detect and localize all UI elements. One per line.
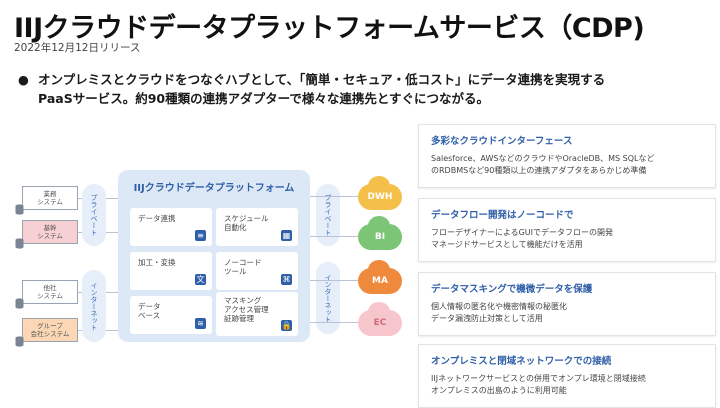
feature-heading: データマスキングで機微データを保護 (431, 284, 593, 295)
feature-desc-line: フローデザイナーによるGUIでデータフローの開発 (431, 228, 614, 237)
internet-label: インターネット (82, 270, 106, 342)
feature-desc-line: のRDBMSなど90種類以上の連携アダプタをあらかじめ準備 (431, 166, 647, 175)
system-label: 他社 システム (37, 284, 63, 300)
system-box-core: 基幹 システム (22, 220, 78, 244)
feature-card: オンプレミスと閉域ネットワークでの接続 IIJネットワークサービスとの併用でオン… (418, 344, 716, 408)
system-box-business: 業務 システム (22, 186, 78, 210)
cloud-label: BI (374, 232, 386, 242)
summary-bullet: ● オンプレミスとクラウドをつなぐハブとして、「簡単・セキュア・低コスト」にデー… (18, 70, 712, 108)
connector-line (310, 196, 358, 197)
feature-label: 加工・変換 (138, 258, 176, 267)
calendar-icon: ▦ (281, 230, 292, 241)
cloud-bi: BI (358, 216, 402, 250)
cloud-ma: MA (358, 260, 402, 294)
summary-line-2: PaaSサービス。約90種類の連携アダプターで様々な連携先とすぐにつながる。 (38, 91, 489, 106)
database-icon (15, 238, 24, 249)
internet-label-right: インターネット (316, 262, 340, 334)
translate-icon: 文 (195, 274, 206, 285)
feature-data-integration: データ連携 ≡ (130, 208, 212, 246)
feature-label: マスキング アクセス管理 証跡管理 (224, 296, 269, 323)
feature-masking: マスキング アクセス管理 証跡管理 🔒 (216, 292, 298, 336)
feature-desc-line: 個人情報の匿名化や機密情報の秘匿化 (431, 302, 567, 311)
system-box-group: グループ 会社システム (22, 318, 78, 342)
feature-nocode: ノーコード ツール ⌘ (216, 252, 298, 290)
cloud-label: MA (372, 276, 388, 286)
feature-card: データフロー開発はノーコードで フローデザイナーによるGUIでデータフローの開発… (418, 198, 716, 262)
connector-line (310, 322, 358, 323)
database-icon: ≋ (195, 318, 206, 329)
feature-heading: オンプレミスと閉域ネットワークでの接続 (431, 356, 612, 367)
system-label: グループ 会社システム (30, 322, 70, 338)
feature-label: データ連携 (138, 214, 176, 223)
database-icon (15, 298, 24, 309)
feature-database: データ ベース ≋ (130, 296, 212, 334)
cloud-dwh: DWH (358, 176, 402, 210)
feature-desc-line: データ漏洩防止対策として活用 (431, 314, 543, 323)
feature-desc-line: IIJネットワークサービスとの併用でオンプレ環境と閉域接続 (431, 374, 646, 383)
lock-icon: 🔒 (281, 320, 292, 331)
feature-transform: 加工・変換 文 (130, 252, 212, 290)
system-label: 業務 システム (37, 190, 63, 206)
feature-card: 多彩なクラウドインターフェース Salesforce、AWSなどのクラウドやOr… (418, 124, 716, 188)
cloud-ec: EC (358, 302, 402, 336)
database-icon (15, 204, 24, 215)
platform-box: IIJクラウドデータプラットフォーム データ連携 ≡ スケジュール 自動化 ▦ … (118, 170, 310, 342)
bullet-dot-icon: ● (18, 72, 29, 87)
database-icon (15, 336, 24, 347)
feature-heading: データフロー開発はノーコードで (431, 210, 574, 221)
tool-icon: ⌘ (281, 274, 292, 285)
cloud-label: EC (373, 318, 387, 328)
private-network-label: プライベート (82, 184, 106, 246)
connector-line (310, 236, 358, 237)
platform-title: IIJクラウドデータプラットフォーム (133, 183, 295, 194)
integration-icon: ≡ (195, 230, 206, 241)
feature-card: データマスキングで機微データを保護 個人情報の匿名化や機密情報の秘匿化 データ漏… (418, 272, 716, 336)
feature-desc-line: Salesforce、AWSなどのクラウドやOracleDB、MS SQLなど (431, 154, 655, 163)
feature-label: スケジュール 自動化 (224, 214, 269, 232)
summary-line-1: オンプレミスとクラウドをつなぐハブとして、「簡単・セキュア・低コスト」にデータ連… (38, 72, 606, 87)
connector-line (310, 280, 358, 281)
feature-scheduling: スケジュール 自動化 ▦ (216, 208, 298, 246)
feature-heading: 多彩なクラウドインターフェース (431, 136, 573, 147)
feature-desc-line: マネージドサービスとして機能だけを活用 (431, 240, 583, 249)
feature-label: データ ベース (138, 302, 161, 320)
system-box-other-company: 他社 システム (22, 280, 78, 304)
feature-label: ノーコード ツール (224, 258, 262, 276)
feature-desc-line: オンプレミスの出島のように利用可能 (431, 386, 567, 395)
system-label: 基幹 システム (37, 224, 63, 240)
cloud-label: DWH (367, 192, 393, 202)
release-date: 2022年12月12日リリース (14, 42, 141, 54)
page-title: IIJクラウドデータプラットフォームサービス（CDP) (14, 13, 645, 44)
private-network-label-right: プライベート (316, 184, 340, 246)
